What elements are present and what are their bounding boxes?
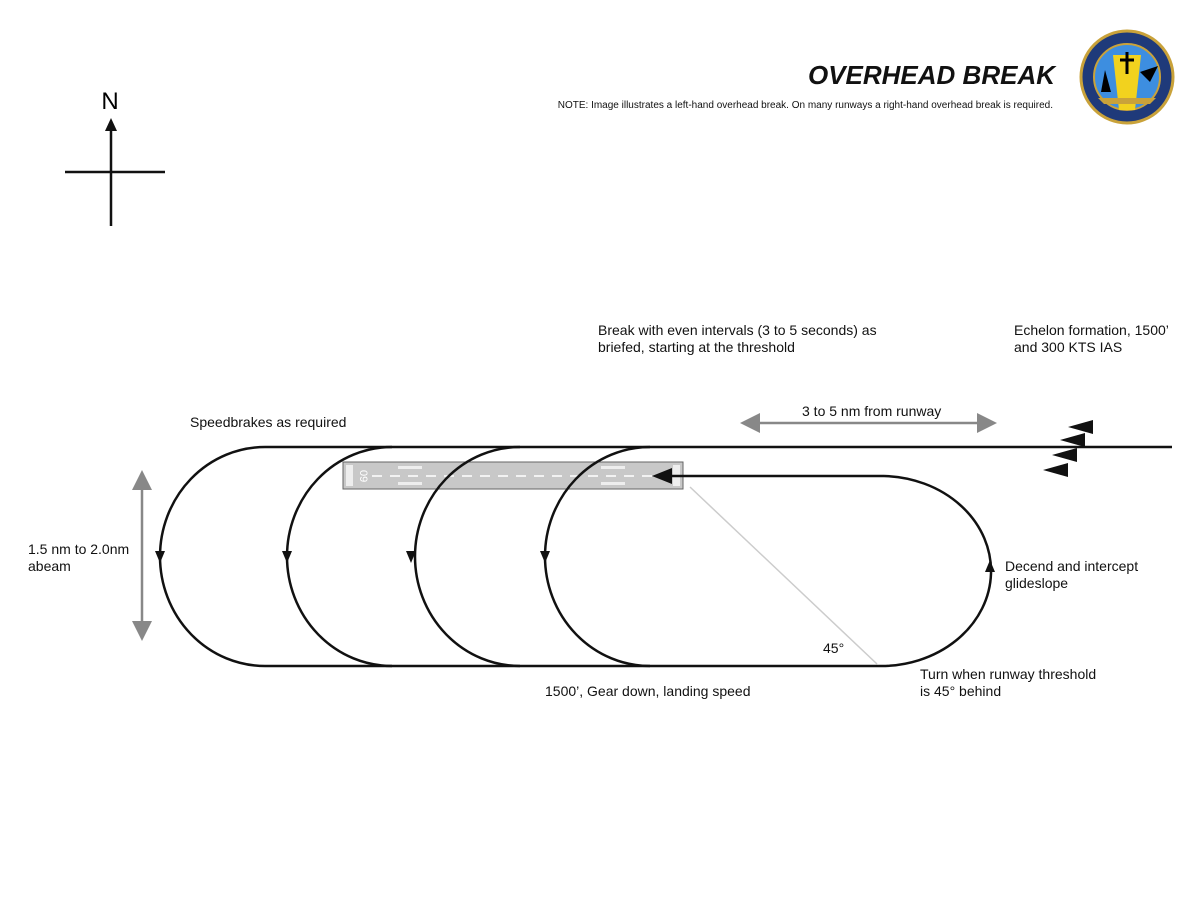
direction-arrows — [155, 551, 995, 572]
final-approach-arrow-icon — [652, 468, 672, 484]
runway-number: 09 — [357, 470, 369, 482]
north-label: N — [101, 88, 118, 115]
descend-label: Decend and intercept glideslope — [1005, 558, 1139, 591]
echelon-label: Echelon formation, 1500’ and 300 KTS IAS — [1014, 322, 1169, 355]
page-title: OVERHEAD BREAK — [807, 60, 1055, 90]
master-arms-logo — [1079, 29, 1175, 125]
downwind-label: 1500’, Gear down, landing speed — [545, 683, 751, 699]
angle-label: 45° — [823, 640, 845, 656]
runway: 09 — [342, 461, 684, 490]
north-arrow-icon — [105, 118, 117, 131]
break-label: Break with even intervals (3 to 5 second… — [598, 322, 877, 355]
north-compass: N — [65, 88, 165, 226]
45-degree-line — [689, 486, 878, 665]
turn-label: Turn when runway threshold is 45° behind — [920, 666, 1097, 699]
abeam-label: 1.5 nm to 2.0nm abeam — [28, 541, 130, 574]
distance-label: 3 to 5 nm from runway — [802, 403, 942, 419]
speedbrakes-label: Speedbrakes as required — [190, 414, 347, 430]
note-text: NOTE: Image illustrates a left-hand over… — [557, 100, 1053, 111]
echelon-formation-icon — [1043, 420, 1093, 477]
